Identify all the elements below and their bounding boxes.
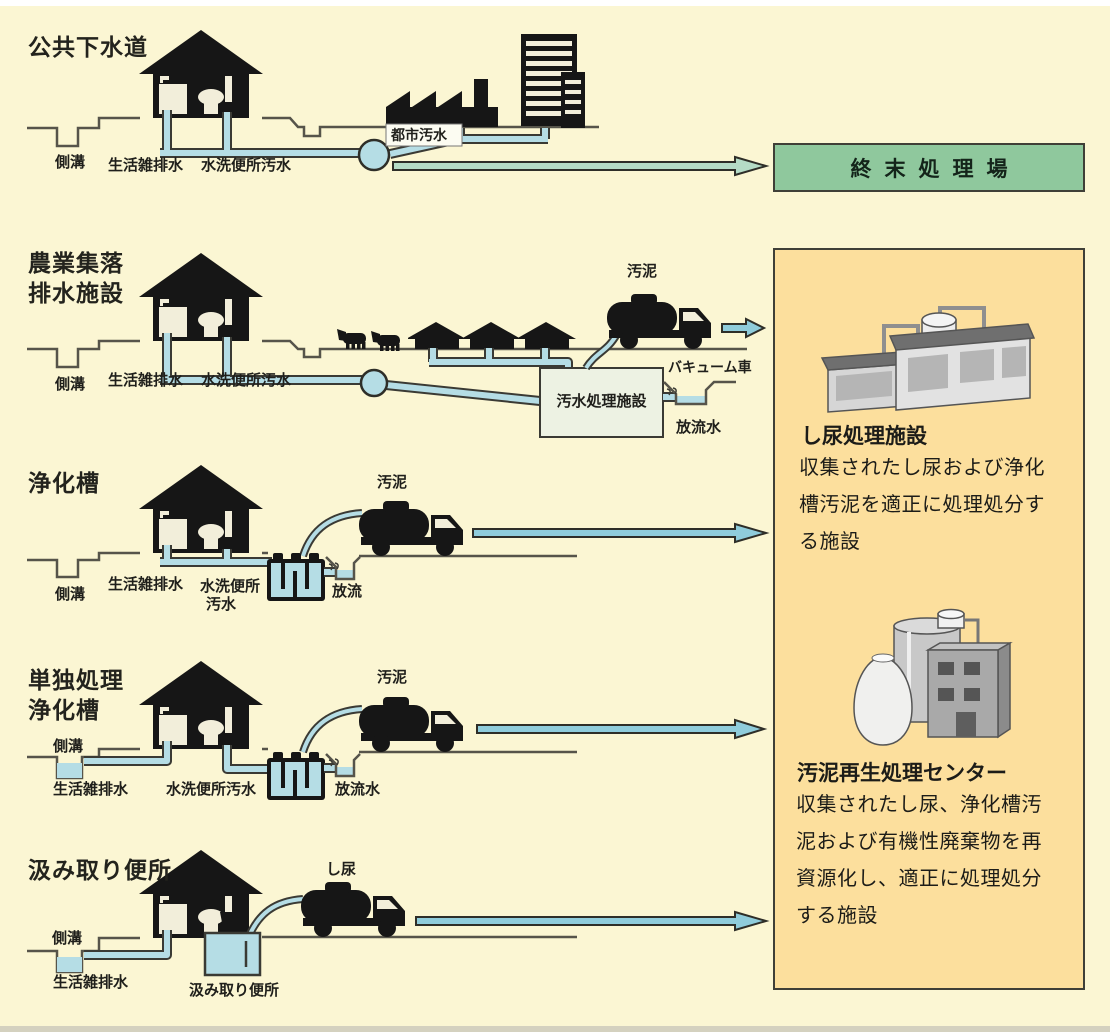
sludge-center-description: 収集されたし尿、浄化槽汚泥および有機性廃棄物を再資源化し、適正に処理処分する施設 <box>796 794 1042 927</box>
gutter-label: 側溝 <box>55 586 86 603</box>
bottom-border <box>0 1026 1110 1032</box>
toilet-chute <box>220 912 238 938</box>
toilet-water-label: 水洗便所汚水 <box>201 372 292 389</box>
sludge-hose <box>582 331 621 371</box>
night-soil-facility-description: 収集されたし尿および浄化槽汚泥を適正に処理処分する施設 <box>799 457 1045 553</box>
sludge-label: 汚泥 <box>627 263 658 280</box>
gutter-label: 側溝 <box>53 738 84 755</box>
gutter-label: 側溝 <box>52 930 83 947</box>
sewer-pipes <box>160 333 573 406</box>
ground-line <box>27 551 577 579</box>
house-icon <box>139 253 263 341</box>
toilet-water-label: 水洗便所汚水 <box>166 781 257 798</box>
gray-water-label: 生活雑排水 <box>108 372 184 389</box>
effluent-label: 放流 <box>332 583 363 600</box>
gray-water-label: 生活雑排水 <box>53 781 129 798</box>
flow-arrow <box>476 718 768 740</box>
night-soil-label: し尿 <box>326 861 357 878</box>
effluent-label: 放流水 <box>676 419 722 436</box>
barn-icon <box>516 322 576 349</box>
effluent-label: 放流水 <box>335 781 381 798</box>
urban-sewage-label: 都市汚水 <box>391 127 447 143</box>
flow-arrow <box>415 910 770 932</box>
house-icon <box>139 30 263 118</box>
terminal-plant-box: 終末処理場 <box>773 143 1085 192</box>
manhole-icon <box>359 368 389 398</box>
sewer-pipes <box>84 741 272 774</box>
sewer-pipes <box>84 930 172 960</box>
treatment-plant-box <box>539 367 664 438</box>
barn-icon <box>461 322 521 349</box>
pit-toilet-label: 汲み取り便所 <box>189 982 280 999</box>
row-title-public-sewer: 公共下水道 <box>28 34 148 60</box>
sludge-label: 汚泥 <box>377 669 408 686</box>
flow-arrow <box>392 155 770 177</box>
row-title-tandoku-2: 浄化槽 <box>28 697 100 723</box>
gray-water-label: 生活雑排水 <box>108 157 184 174</box>
sludge-hose <box>299 509 363 558</box>
effluent-outfall <box>324 556 361 581</box>
vacuum-truck-label: バキューム車 <box>668 359 752 375</box>
office-building-icon <box>521 34 585 128</box>
treatment-plant-label: 汚水処理施設 <box>556 393 647 410</box>
toilet-water-label-line1: 水洗便所 <box>200 578 261 595</box>
ground-line <box>27 116 599 148</box>
house-icon <box>139 661 263 749</box>
factory-icon <box>386 79 498 127</box>
gutter-water <box>57 763 82 778</box>
effluent-outfall <box>324 753 361 778</box>
sludge-center-title: 汚泥再生処理センター <box>797 762 1007 785</box>
sludge-label: 汚泥 <box>377 474 408 491</box>
vacuum-tanker-truck-icon <box>301 882 405 937</box>
pit-tank-icon <box>203 931 262 977</box>
toilet-water-label-line2: 汚水 <box>206 596 237 613</box>
row-title-tandoku-1: 単独処理 <box>28 667 124 693</box>
gray-water-label: 生活雑排水 <box>108 576 184 593</box>
row-kumitori <box>27 850 770 977</box>
cow-icon <box>337 329 366 349</box>
sludge-hose <box>299 705 363 754</box>
flow-arrow <box>721 317 767 339</box>
top-margin <box>0 0 1110 6</box>
vacuum-tanker-truck-icon <box>359 501 463 556</box>
effluent-outfall <box>663 380 736 406</box>
gutter-label: 側溝 <box>55 154 86 171</box>
urban-sewage-label-box <box>385 123 463 147</box>
sewer-pipes <box>160 545 272 567</box>
septic-tank-icon <box>267 752 325 800</box>
night-soil-facility-title: し尿処理施設 <box>801 425 927 448</box>
gutter-label: 側溝 <box>55 376 86 393</box>
flow-arrow <box>472 522 770 544</box>
row-rural <box>27 253 767 438</box>
manhole-icon <box>357 138 391 172</box>
sludge-center-illustration <box>853 608 1013 746</box>
house-icon <box>139 465 263 553</box>
row-title-rural-1: 農業集落 <box>28 250 124 276</box>
barn-icon <box>406 322 466 349</box>
ground-line <box>27 339 747 369</box>
gray-water-label: 生活雑排水 <box>53 974 129 991</box>
gutter-water <box>57 957 82 972</box>
night-soil-facility-illustration <box>820 306 1036 413</box>
row-title-kumitori: 汲み取り便所 <box>28 857 172 883</box>
vacuum-tanker-truck-icon <box>607 294 711 349</box>
toilet-water-label: 水洗便所汚水 <box>201 157 292 174</box>
septic-tank-icon <box>267 553 325 601</box>
vacuum-tanker-truck-icon <box>359 697 463 752</box>
row-public-sewer <box>27 30 770 177</box>
row-title-rural-2: 排水施設 <box>28 280 124 306</box>
row-title-johkasou: 浄化槽 <box>28 470 100 496</box>
row-johkasou <box>27 465 770 601</box>
row-tandoku <box>27 661 768 800</box>
